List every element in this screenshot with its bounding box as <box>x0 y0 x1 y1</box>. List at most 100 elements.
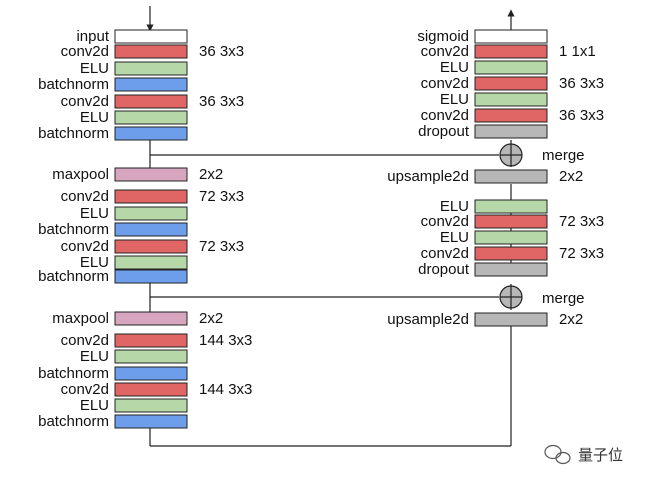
layer-label: dropout <box>418 123 470 140</box>
layer-box <box>474 76 548 91</box>
layer-box <box>114 398 188 413</box>
layer-label: batchnorm <box>38 76 109 93</box>
layer-box <box>474 312 548 327</box>
layer-box <box>114 239 188 254</box>
decoder-layer-dropout: dropout <box>418 123 548 140</box>
layer-box <box>114 382 188 397</box>
layer-box <box>114 61 188 76</box>
layer-param: 36 3x3 <box>199 43 244 60</box>
encoder-layer-elu: ELU <box>80 205 188 222</box>
layer-label: sigmoid <box>417 28 469 45</box>
merge-node: merge <box>499 285 585 309</box>
encoder-layer-maxpool: maxpool 2x2 <box>52 310 223 327</box>
layer-param: 72 3x3 <box>199 238 244 255</box>
layer-label: conv2d <box>61 332 109 349</box>
layer-label: ELU <box>440 229 469 246</box>
layer-box <box>474 60 548 75</box>
decoder-layer-sigmoid: sigmoid <box>417 28 548 45</box>
layer-label: ELU <box>80 348 109 365</box>
decoder-layer-elu: ELU <box>440 91 548 108</box>
decoder-layer-conv2d: conv2d 36 3x3 <box>421 107 604 124</box>
encoder-layer-input: input <box>76 28 188 45</box>
decoder-layer-elu: ELU <box>440 198 548 215</box>
encoder-layer-elu: ELU <box>80 254 188 271</box>
layer-label: maxpool <box>52 166 109 183</box>
encoder-layer-conv2d: conv2d 36 3x3 <box>61 93 244 110</box>
layer-label: upsample2d <box>387 168 469 185</box>
merge-node: merge <box>499 143 585 167</box>
layer-label: ELU <box>440 59 469 76</box>
layer-box <box>114 167 188 182</box>
layer-box <box>114 94 188 109</box>
layer-box <box>474 246 548 261</box>
layer-label: ELU <box>80 60 109 77</box>
layer-label: conv2d <box>61 93 109 110</box>
encoder-layer-batchnorm: batchnorm <box>38 76 188 93</box>
encoder-layer-elu: ELU <box>80 397 188 414</box>
layer-label: conv2d <box>421 107 469 124</box>
layer-label: ELU <box>80 205 109 222</box>
layer-box <box>114 44 188 59</box>
layer-box <box>474 29 548 44</box>
layer-box <box>114 77 188 92</box>
layer-label: batchnorm <box>38 268 109 285</box>
layer-box <box>114 414 188 429</box>
layer-param: 144 3x3 <box>199 332 252 349</box>
encoder-layer-batchnorm: batchnorm <box>38 365 188 382</box>
layer-box <box>114 222 188 237</box>
layer-box <box>114 269 188 284</box>
layer-label: maxpool <box>52 310 109 327</box>
layer-label: upsample2d <box>387 311 469 328</box>
encoder-layer-batchnorm: batchnorm <box>38 221 188 238</box>
layer-box <box>114 366 188 381</box>
encoder-layer-elu: ELU <box>80 348 188 365</box>
decoder-layer-elu: ELU <box>440 229 548 246</box>
layer-box <box>114 206 188 221</box>
layer-param: 72 3x3 <box>559 245 604 262</box>
layer-label: batchnorm <box>38 365 109 382</box>
layer-label: conv2d <box>61 188 109 205</box>
layer-box <box>114 255 188 270</box>
layer-box <box>474 230 548 245</box>
decoder-layer-dropout: dropout <box>418 261 548 278</box>
encoder-layer-batchnorm: batchnorm <box>38 125 188 142</box>
layer-label: conv2d <box>421 213 469 230</box>
layer-label: conv2d <box>421 43 469 60</box>
layer-box <box>114 110 188 125</box>
layer-label: dropout <box>418 261 470 278</box>
layer-label: conv2d <box>421 245 469 262</box>
layer-param: 36 3x3 <box>559 75 604 92</box>
layer-box <box>114 349 188 364</box>
layer-label: batchnorm <box>38 125 109 142</box>
merge-label: merge <box>542 290 585 307</box>
layer-label: ELU <box>440 198 469 215</box>
layer-label: input <box>76 28 109 45</box>
layer-box <box>474 199 548 214</box>
layer-box <box>474 262 548 277</box>
layer-param: 2x2 <box>199 310 223 327</box>
encoder-layer-elu: ELU <box>80 60 188 77</box>
layer-param: 2x2 <box>559 311 583 328</box>
layer-label: conv2d <box>421 75 469 92</box>
layer-param: 36 3x3 <box>559 107 604 124</box>
layer-label: ELU <box>80 109 109 126</box>
encoder-layer-elu: ELU <box>80 109 188 126</box>
layer-box <box>474 214 548 229</box>
layer-box <box>474 92 548 107</box>
layer-param: 36 3x3 <box>199 93 244 110</box>
decoder-layer-upsample2d: upsample2d 2x2 <box>387 311 583 328</box>
layer-box <box>114 311 188 326</box>
layer-label: ELU <box>80 254 109 271</box>
wechat-logo-icon <box>544 444 571 465</box>
layer-label: ELU <box>440 91 469 108</box>
layer-box <box>474 169 548 184</box>
